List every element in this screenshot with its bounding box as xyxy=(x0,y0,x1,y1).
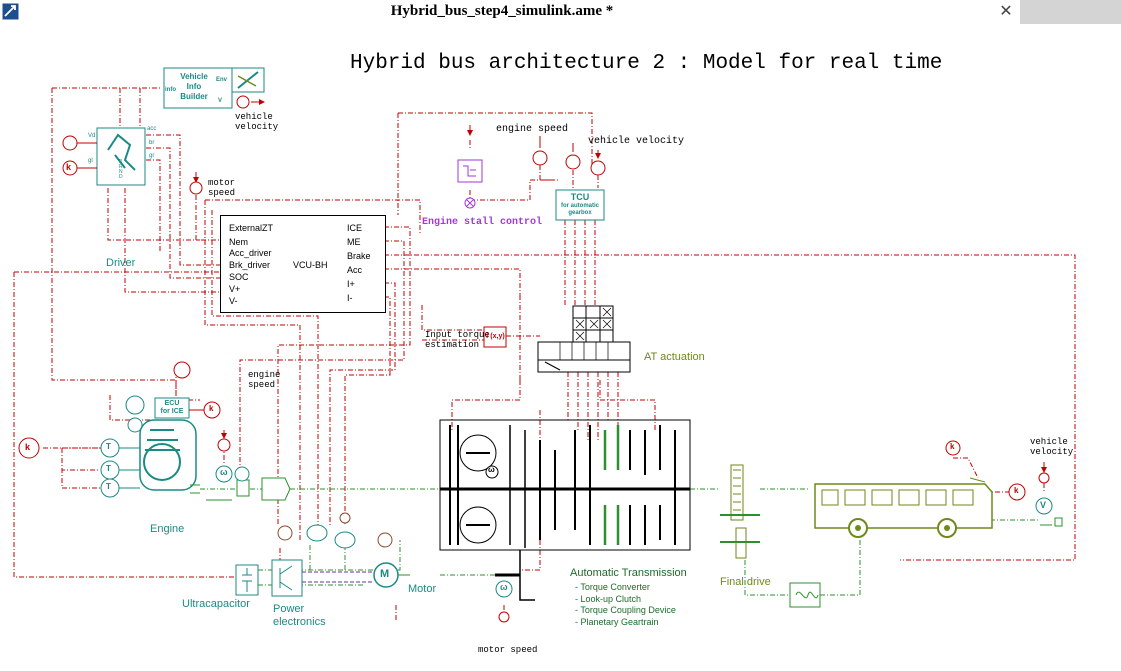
fxy-block xyxy=(483,326,507,348)
signal-wires xyxy=(13,87,1076,622)
window-title: Hybrid_bus_step4_simulink.ame * xyxy=(390,3,614,19)
at-actuation-block xyxy=(537,305,631,373)
vcu-output-port: ICE xyxy=(347,223,363,233)
label-motor-speed-bottom: motor speed xyxy=(478,645,538,655)
tcu-sublabel: for automatic gearbox xyxy=(560,203,599,216)
label-vehicle-velocity-top: vehicle velocity xyxy=(235,112,279,132)
engine-block xyxy=(18,361,291,501)
speed-sensor-icon[interactable]: ω xyxy=(488,465,495,474)
vcu-input-port: SOC xyxy=(229,272,249,282)
app-icon xyxy=(2,3,19,20)
vcu-name: VCU-BH xyxy=(293,260,328,270)
engine-stall-control-block xyxy=(457,125,483,209)
vib-port-env: Env xyxy=(216,77,228,83)
vcu-input-port: V+ xyxy=(229,284,241,294)
label-engine-speed-mid: engine speed xyxy=(248,370,281,390)
motor-speed-sensor-top xyxy=(189,172,203,195)
electric-sensors xyxy=(277,512,393,549)
k-gain-icon[interactable]: k xyxy=(25,442,31,452)
vib-port-vv: V xyxy=(218,98,223,104)
final-drive-block xyxy=(720,464,821,608)
label-vehicle-velocity-right: vehicle velocity xyxy=(588,136,685,147)
tcu-label[interactable]: TCU xyxy=(570,192,590,202)
titlebar-gray-area xyxy=(1020,0,1121,24)
k-gain-icon[interactable]: k xyxy=(950,442,955,451)
close-icon[interactable]: ✕ xyxy=(999,3,1013,20)
vehicle-info-builder-label[interactable]: Vehicle Info Builder xyxy=(180,72,208,101)
at-item-lookup-clutch: - Look-up Clutch xyxy=(575,594,642,604)
bus-block xyxy=(814,440,1063,538)
temperature-sensor-icon[interactable]: T xyxy=(106,482,111,491)
vcu-input-port: Brk_driver xyxy=(229,260,271,270)
temperature-sensor-icon[interactable]: T xyxy=(106,442,111,451)
driver-port-acc: acc xyxy=(147,126,157,132)
driver-port-br: br xyxy=(149,140,155,146)
vcu-input-port: ExternalZT xyxy=(229,223,274,233)
vcu-output-port: Brake xyxy=(347,251,371,261)
label-engine-speed-top: engine speed xyxy=(496,124,569,135)
diagram-title: Hybrid bus architecture 2 : Model for re… xyxy=(350,52,943,75)
label-engine: Engine xyxy=(150,523,185,535)
driver-block xyxy=(62,127,146,186)
label-engine-stall-control: Engine stall control xyxy=(422,217,543,228)
vcu-output-port: Acc xyxy=(347,265,363,275)
vcu-input-port: V- xyxy=(229,296,238,306)
automatic-transmission-schematic xyxy=(439,419,691,623)
vcu-output-port: I+ xyxy=(347,279,355,289)
label-final-drive: Final drive xyxy=(720,576,771,588)
fxy-label[interactable]: f (x,y) xyxy=(486,333,505,340)
at-item-torque-converter: - Torque Converter xyxy=(575,582,650,592)
vcu-bh-block[interactable]: ExternalZT Nem Acc_driver Brk_driver SOC… xyxy=(220,215,386,313)
motor-icon[interactable]: M xyxy=(380,568,390,580)
driver-port-gl: gl xyxy=(88,158,93,164)
driver-port-vd: Vd xyxy=(88,133,96,139)
k-gain-icon[interactable]: k xyxy=(209,404,214,413)
vcu-input-port: Acc_driver xyxy=(229,248,272,258)
k-gain-icon[interactable]: k xyxy=(1014,486,1019,495)
driver-port-gr: gr xyxy=(149,153,155,159)
vcu-input-port: Nem xyxy=(229,237,249,247)
vcu-output-port: ME xyxy=(347,237,361,247)
label-at-actuation: AT actuation xyxy=(644,351,705,363)
electric-drive xyxy=(235,559,410,597)
k-gain-icon[interactable]: k xyxy=(66,162,72,172)
driver-prnd: P R N D xyxy=(119,159,123,180)
label-vehicle-velocity-bus: vehicle velocity xyxy=(1030,437,1074,457)
speed-sensor-icon[interactable]: ω xyxy=(220,467,228,477)
label-ultracapacitor: Ultracapacitor xyxy=(182,598,250,610)
window-titlebar: Hybrid_bus_step4_simulink.ame * ✕ xyxy=(0,0,1121,24)
at-item-planetary-geartrain: - Planetary Geartrain xyxy=(575,617,659,627)
temperature-sensor-icon[interactable]: T xyxy=(106,464,111,473)
vcu-output-port: I- xyxy=(347,293,353,303)
label-motor: Motor xyxy=(408,583,437,595)
tcu-block xyxy=(532,136,606,221)
label-input-torque-estimation: Input torque estimation xyxy=(425,330,490,350)
vib-port-info: info xyxy=(165,87,176,93)
velocity-sensor-icon[interactable]: V xyxy=(1040,500,1047,510)
at-item-torque-coupling: - Torque Coupling Device xyxy=(575,605,676,615)
ecu-label[interactable]: ECU for ICE xyxy=(160,400,184,415)
label-power-electronics: Power electronics xyxy=(273,603,326,628)
label-driver: Driver xyxy=(106,257,136,269)
speed-sensor-icon[interactable]: ω xyxy=(500,582,508,592)
vehicle-info-builder-block xyxy=(163,67,265,109)
at-title: Automatic Transmission xyxy=(570,567,687,579)
label-motor-speed-top: motor speed xyxy=(208,178,236,198)
